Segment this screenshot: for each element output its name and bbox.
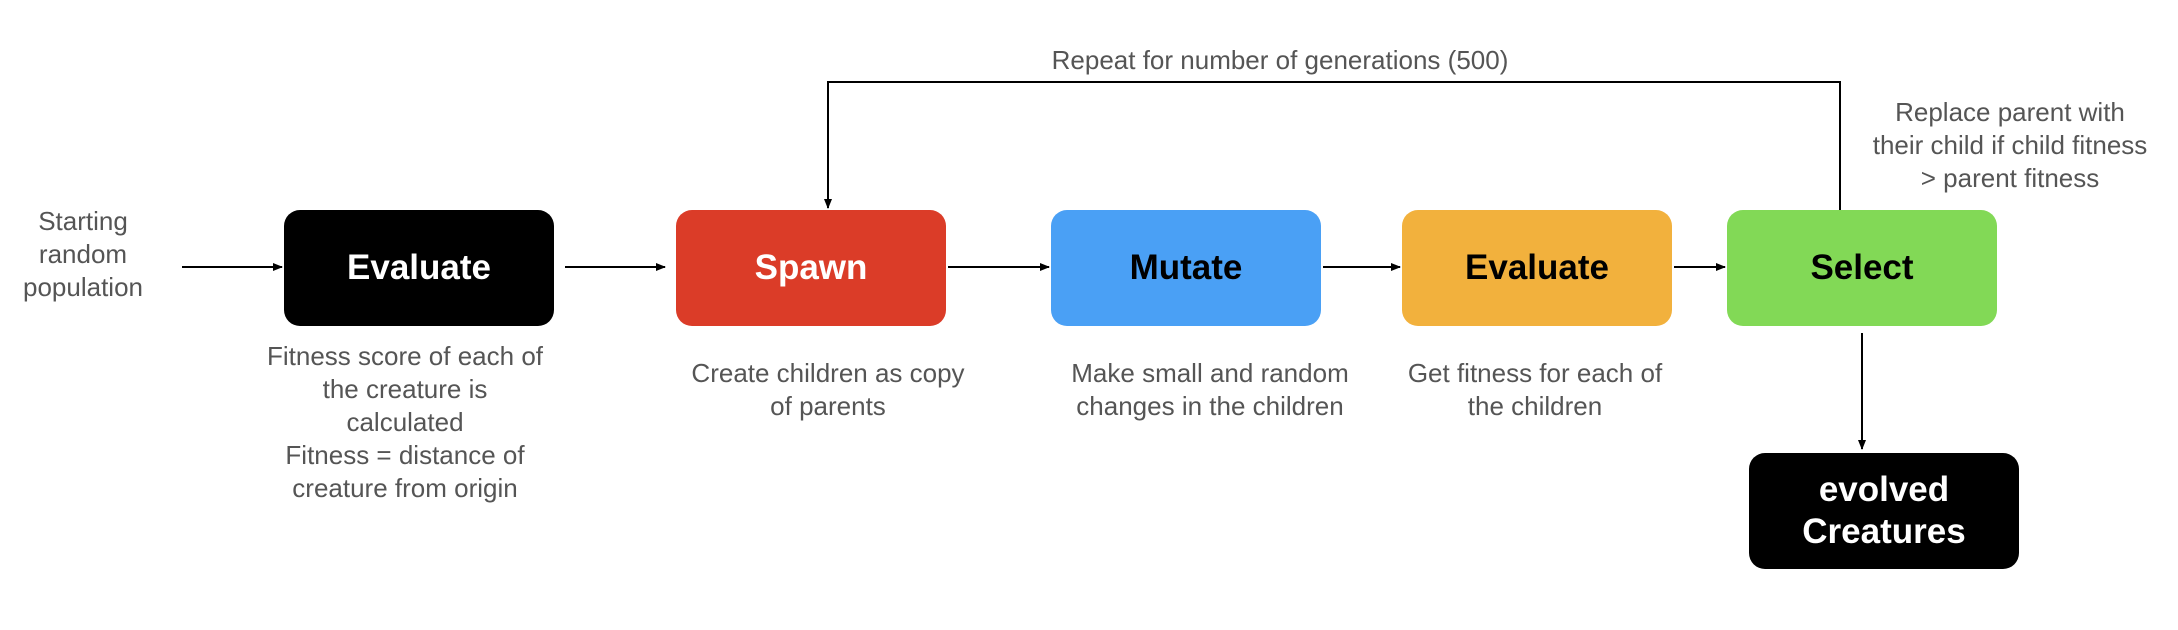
note-line: calculated xyxy=(346,407,464,437)
select-box: Select xyxy=(1727,210,1997,326)
note-line: Repeat for number of generations (500) xyxy=(1051,45,1509,75)
note-line: changes in the children xyxy=(1076,391,1344,421)
note-line: the creature is xyxy=(322,374,488,404)
evaluate-box: Evaluate xyxy=(284,210,554,326)
starting-population-note: Starting random population xyxy=(0,205,166,304)
note-line: population xyxy=(23,272,143,302)
note-line: Replace parent with xyxy=(1895,97,2125,127)
note-line: creature from origin xyxy=(292,473,518,503)
mutate-box: Mutate xyxy=(1051,210,1321,326)
note-line: Get fitness for each of xyxy=(1407,358,1663,388)
spawn-description: Create children as copy of parents xyxy=(663,357,993,423)
mutate-description: Make small and random changes in the chi… xyxy=(1045,357,1375,423)
note-line: Fitness = distance of xyxy=(285,440,525,470)
spawn-box-label: Spawn xyxy=(754,248,868,287)
note-line: Make small and random xyxy=(1071,358,1349,388)
loop-back-arrow xyxy=(824,81,1841,210)
note-line: their child if child fitness xyxy=(1872,130,2148,160)
evaluate-description: Fitness score of each of the creature is… xyxy=(240,340,570,505)
replace-parent-note: Replace parent with their child if child… xyxy=(1860,96,2160,195)
evolved-creatures-label-line-2: Creatures xyxy=(1802,512,1966,551)
note-line: Create children as copy xyxy=(691,358,965,388)
evaluate-children-description: Get fitness for each of the children xyxy=(1385,357,1685,423)
evolved-creatures-label-line-1: evolved xyxy=(1818,470,1950,509)
note-line: Starting xyxy=(38,206,128,236)
note-line: Fitness score of each of xyxy=(266,341,544,371)
mutate-box-label: Mutate xyxy=(1129,248,1243,287)
note-line: of parents xyxy=(770,391,886,421)
evaluate-children-box-label: Evaluate xyxy=(1465,248,1609,287)
note-line: > parent fitness xyxy=(1920,163,2100,193)
evaluate-box-label: Evaluate xyxy=(347,248,491,287)
spawn-box: Spawn xyxy=(676,210,946,326)
select-box-label: Select xyxy=(1810,248,1914,287)
note-line: the children xyxy=(1467,391,1603,421)
evolved-creatures-box: evolved Creatures xyxy=(1749,453,2019,569)
repeat-generations-label: Repeat for number of generations (500) xyxy=(980,44,1580,76)
note-line: random xyxy=(38,239,128,269)
evaluate-children-box: Evaluate xyxy=(1402,210,1672,326)
